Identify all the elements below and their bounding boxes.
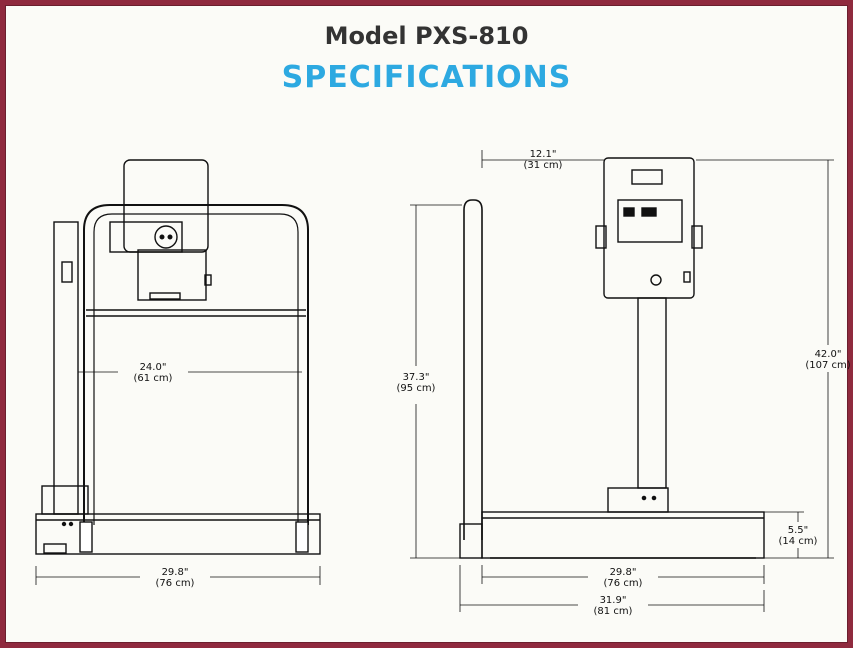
side-column-base: [607, 487, 669, 513]
front-foot-right: [295, 521, 309, 553]
side-platform-depth-metric: (76 cm): [604, 578, 643, 589]
front-inner-width-imperial: 24.0": [140, 362, 167, 373]
side-platform-height-metric: (14 cm): [779, 536, 818, 547]
front-head-dial: [154, 225, 178, 249]
specifications-heading: SPECIFICATIONS: [281, 60, 572, 95]
side-head-panel: [617, 199, 683, 243]
side-head-depth-metric: (31 cm): [524, 160, 563, 171]
front-view: [35, 159, 321, 555]
side-rail: [463, 199, 483, 540]
side-platform-depth-imperial: 29.8": [610, 567, 637, 578]
side-head-handle-left: [595, 225, 607, 249]
side-column: [637, 297, 667, 489]
front-foot-left: [79, 521, 93, 553]
side-rail-height-metric: (95 cm): [397, 383, 436, 394]
front-column-switch: [61, 261, 73, 283]
front-base-width-imperial: 29.8": [162, 567, 189, 578]
side-overall-depth-metric: (81 cm): [594, 606, 633, 617]
spec-sheet: [5, 5, 848, 643]
front-column: [53, 221, 79, 515]
front-column-foot: [41, 485, 89, 515]
side-head-button: [650, 274, 662, 286]
side-head-depth-imperial: 12.1": [530, 149, 557, 160]
side-total-height-metric: (107 cm): [805, 360, 850, 371]
front-dimensions: [35, 371, 321, 585]
side-head-handle-right: [691, 225, 703, 249]
front-head-knob: [204, 274, 212, 286]
side-total-height-imperial: 42.0": [815, 349, 842, 360]
side-head-logo: [631, 169, 663, 185]
front-platform: [35, 513, 321, 555]
side-platform-height-imperial: 5.5": [788, 525, 809, 536]
model-title: Model PXS-810: [324, 22, 529, 50]
front-handrail-inner: [93, 213, 299, 525]
side-view: [459, 157, 765, 559]
side-platform: [481, 511, 765, 559]
front-base-width-metric: (76 cm): [156, 578, 195, 589]
front-head-vent: [149, 292, 181, 300]
front-handrail-outer: [83, 204, 309, 525]
side-overall-depth-imperial: 31.9": [600, 595, 627, 606]
side-dimensions: [410, 150, 834, 612]
front-head-arm: [109, 221, 183, 253]
side-rail-height-imperial: 37.3": [403, 372, 430, 383]
front-inner-width-metric: (61 cm): [134, 373, 173, 384]
front-platform-badge: [43, 543, 67, 554]
